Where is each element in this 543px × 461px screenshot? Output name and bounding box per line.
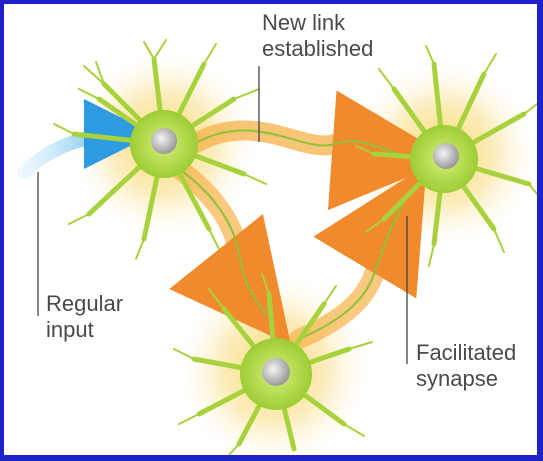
new-link-label: New link established xyxy=(262,10,373,62)
nucleus-top-right xyxy=(433,143,459,169)
nucleus-bottom xyxy=(262,358,290,386)
nucleus-top-left xyxy=(151,128,177,154)
regular-input-label: Regular input xyxy=(46,291,123,343)
diagram-frame: New link established Regular input Facil… xyxy=(4,4,537,455)
facilitated-synapse-label: Facilitated synapse xyxy=(416,340,516,392)
